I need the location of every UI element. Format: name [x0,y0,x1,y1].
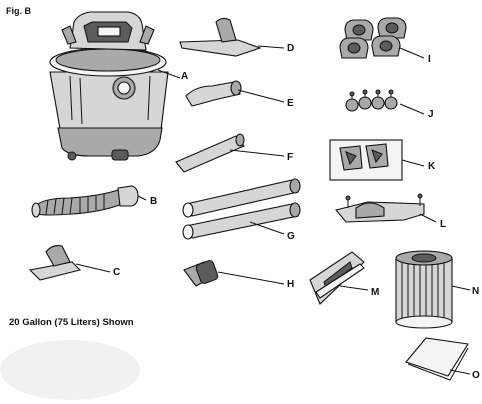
tool-holders-illustration [329,139,425,181]
figure-label: Fig. B [6,6,31,16]
part-label-h: H [287,279,295,290]
figure-caption: 20 Gallon (75 Liters) Shown [9,317,134,328]
extension-wands-illustration [182,178,301,240]
manual-illustration [405,337,471,381]
part-label-d: D [287,43,295,54]
part-label-b: B [150,196,158,207]
hose-illustration [31,185,147,218]
claw-nozzle-illustration [185,80,285,107]
part-label-m: M [371,287,380,298]
part-label-j: J [428,109,434,120]
cartridge-filter-illustration [395,250,471,329]
foam-filter-illustration [309,251,369,305]
part-label-k: K [428,161,436,172]
crevice-tool-illustration [175,133,285,173]
caster-feet-illustration [339,17,425,59]
accessory-holder-illustration [335,193,437,223]
part-label-a: A [181,71,189,82]
part-label-i: I [428,54,431,65]
part-label-g: G [287,231,295,242]
part-label-f: F [287,152,294,163]
part-label-e: E [287,98,294,109]
part-label-o: O [472,370,480,381]
part-label-c: C [113,267,121,278]
utility-nozzle-illustration [179,17,285,57]
floor-nozzle-illustration [28,245,111,281]
part-label-l: L [440,219,447,230]
part-label-n: N [472,286,480,297]
adapter-illustration [183,260,285,287]
vacuum-unit-illustration [49,11,181,161]
caster-wheels-illustration [345,89,425,115]
